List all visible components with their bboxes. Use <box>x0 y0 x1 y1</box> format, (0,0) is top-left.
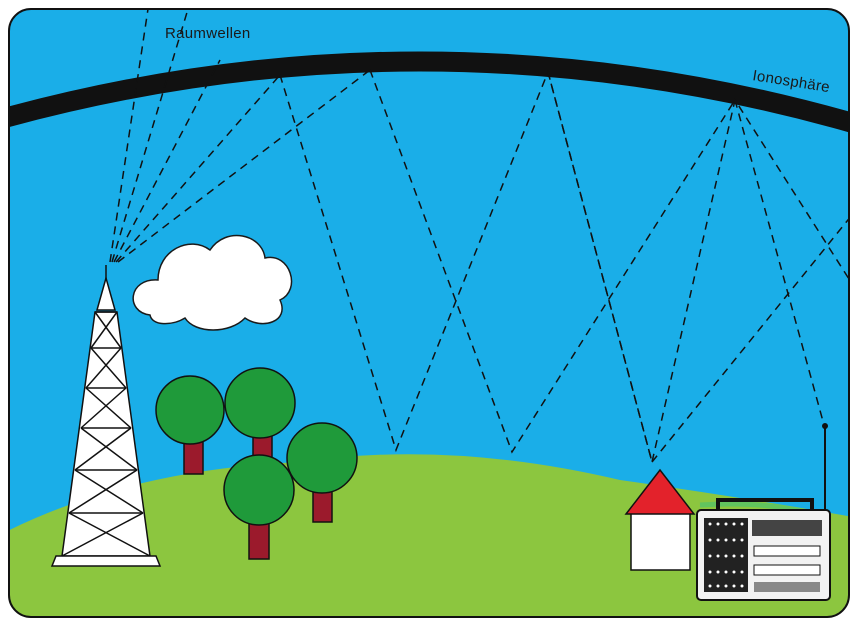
sky-waves-label: Raumwellen <box>165 25 251 42</box>
